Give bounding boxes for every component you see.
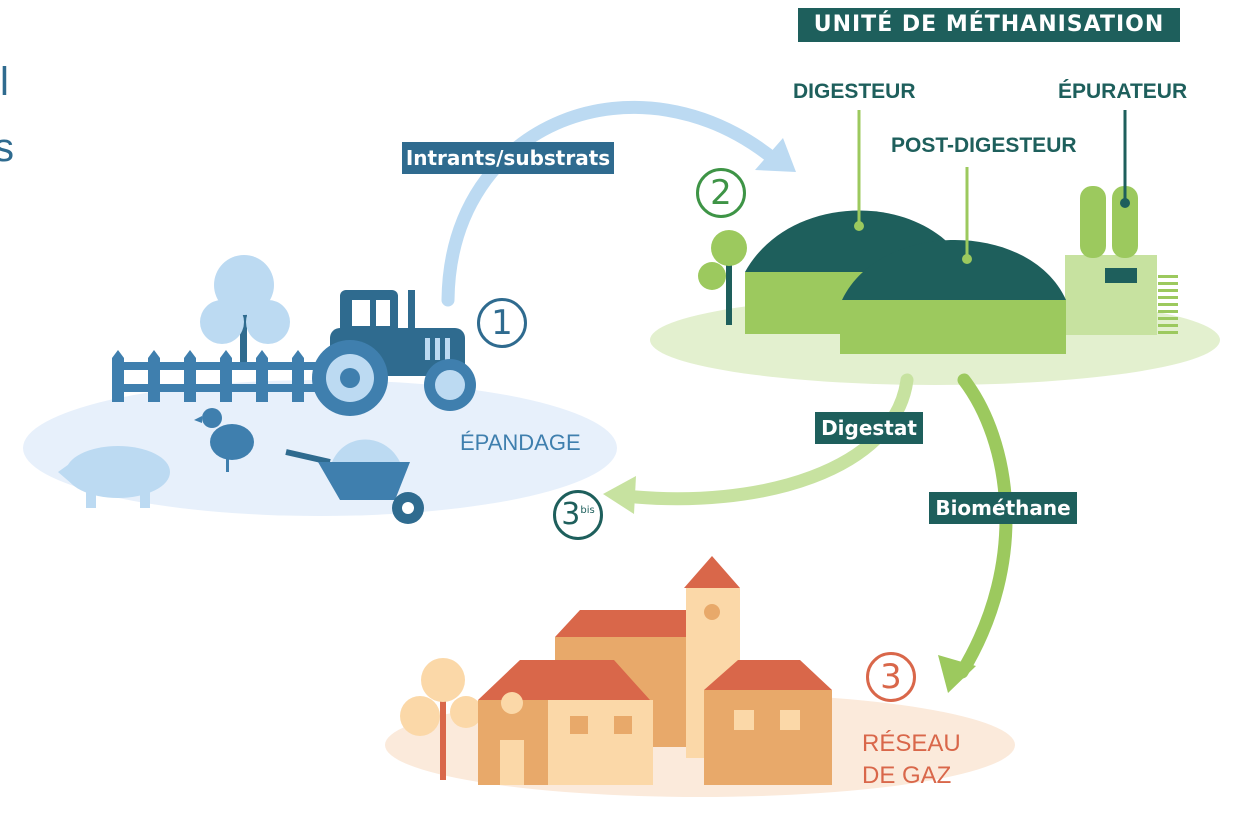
plant-tree	[698, 230, 747, 325]
step-3-number: 3	[880, 657, 902, 697]
step-3-marker: 3	[866, 652, 916, 702]
farm-ground	[23, 380, 617, 516]
biomethane-label: Biométhane	[929, 492, 1077, 524]
digestate-label: Digestat	[815, 412, 923, 444]
purifier-label: ÉPURATEUR	[1058, 80, 1188, 103]
step-1-number: 1	[491, 303, 513, 343]
step-3bis-number: 3	[561, 497, 581, 532]
inputs-arrow	[441, 100, 796, 307]
purifier-dot	[1120, 198, 1130, 208]
tractor	[312, 290, 476, 416]
step-2-marker: 2	[696, 168, 746, 218]
leader-lines	[857, 110, 969, 257]
biomethane-arrow	[938, 373, 1013, 693]
gas-network-label-line1: RÉSEAU	[862, 730, 961, 757]
village-tree	[400, 658, 482, 780]
step-3bis-marker: 3bis	[553, 490, 603, 540]
step-3bis-superscript: bis	[580, 505, 595, 516]
inputs-label: Intrants/substrats	[402, 142, 614, 174]
methanisation-unit-title: UNITÉ DE MÉTHANISATION	[798, 8, 1180, 42]
wheelbarrow	[285, 439, 424, 524]
chicken	[194, 408, 254, 472]
post-digester-dot	[962, 254, 972, 264]
edge-text-top: l	[0, 60, 9, 104]
edge-text-bottom: s	[0, 126, 14, 170]
step-1-marker: 1	[477, 298, 527, 348]
digestate-arrow	[603, 373, 914, 514]
pig	[58, 446, 170, 508]
village-houses	[478, 556, 832, 785]
step-2-number: 2	[710, 173, 732, 213]
farm-tree	[200, 255, 290, 370]
purifier-building	[1065, 186, 1178, 335]
farm-fence	[112, 350, 322, 402]
gas-network-label-line2: DE GAZ	[862, 762, 952, 789]
digester-dot	[854, 221, 864, 231]
post-digester	[840, 240, 1066, 354]
spreading-label: ÉPANDAGE	[460, 430, 581, 455]
post-digester-label: POST-DIGESTEUR	[891, 134, 1077, 157]
digester-label: DIGESTEUR	[793, 80, 916, 103]
